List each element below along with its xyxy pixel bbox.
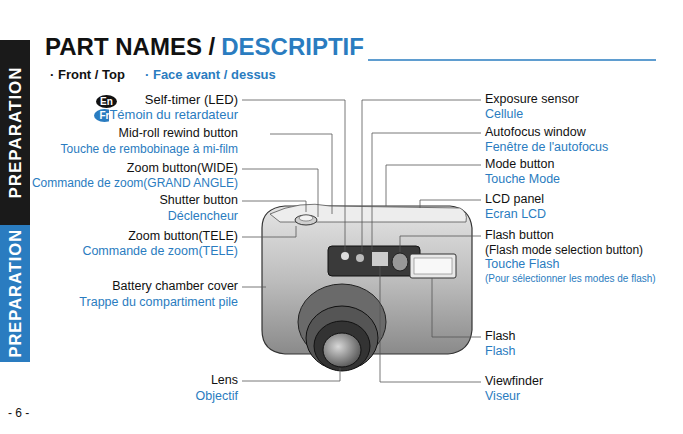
page-title: PART NAMES /	[45, 34, 215, 60]
part-name: Mid-roll rewind button	[119, 127, 239, 141]
part-name: Zoom button(TELE)	[128, 230, 238, 244]
page-title: DESCRIPTIF	[221, 34, 364, 60]
language-code: En	[100, 97, 113, 107]
part-name: Objectif	[196, 390, 238, 404]
part-name: Mode button	[485, 158, 555, 172]
section-tab: PREPARATION	[0, 225, 30, 362]
part-name: Lens	[211, 374, 238, 388]
part-name: Flash	[485, 345, 516, 359]
part-note: (Flash mode selection button)	[485, 244, 643, 257]
part-name: Flash button	[485, 229, 554, 243]
part-name: Autofocus window	[485, 126, 586, 140]
language-code: Fr	[100, 111, 110, 121]
part-name: Zoom button(WIDE)	[127, 162, 238, 176]
part-name: Déclencheur	[168, 210, 238, 224]
part-name: Ecran LCD	[485, 208, 546, 222]
part-name: Touche de rembobinage à mi-film	[61, 143, 238, 156]
part-name: Touche Flash	[485, 258, 559, 272]
part-name: Shutter button	[159, 194, 238, 208]
language-badge: En	[96, 95, 117, 108]
part-name: Self-timer (LED)	[145, 93, 238, 107]
part-name: Trappe du compartiment pile	[79, 296, 238, 310]
section-label: PREPARATION	[7, 229, 24, 358]
part-name: Cellule	[485, 108, 523, 122]
part-name: Témoin du retardateur	[109, 108, 238, 122]
part-name: Touche Mode	[485, 173, 560, 187]
part-note: (Pour sélectionner les modes de flash)	[485, 273, 656, 284]
part-name: Commande de zoom(TELE)	[82, 245, 238, 259]
part-name: Commande de zoom(GRAND ANGLE)	[32, 177, 238, 190]
part-name: Flash	[485, 330, 516, 344]
part-name: Viseur	[485, 390, 520, 404]
page-number: - 6 -	[8, 407, 29, 420]
part-name: Exposure sensor	[485, 93, 579, 107]
part-name: Fenêtre de l'autofocus	[485, 141, 608, 155]
view-heading: · Front / Top	[50, 68, 125, 82]
view-heading: · Face avant / dessus	[145, 68, 276, 82]
part-name: LCD panel	[485, 193, 544, 207]
part-name: Battery chamber cover	[112, 280, 238, 294]
section-tab: PREPARATION	[0, 40, 30, 225]
part-name: Viewfinder	[485, 375, 543, 389]
section-label: PREPARATION	[7, 66, 24, 198]
